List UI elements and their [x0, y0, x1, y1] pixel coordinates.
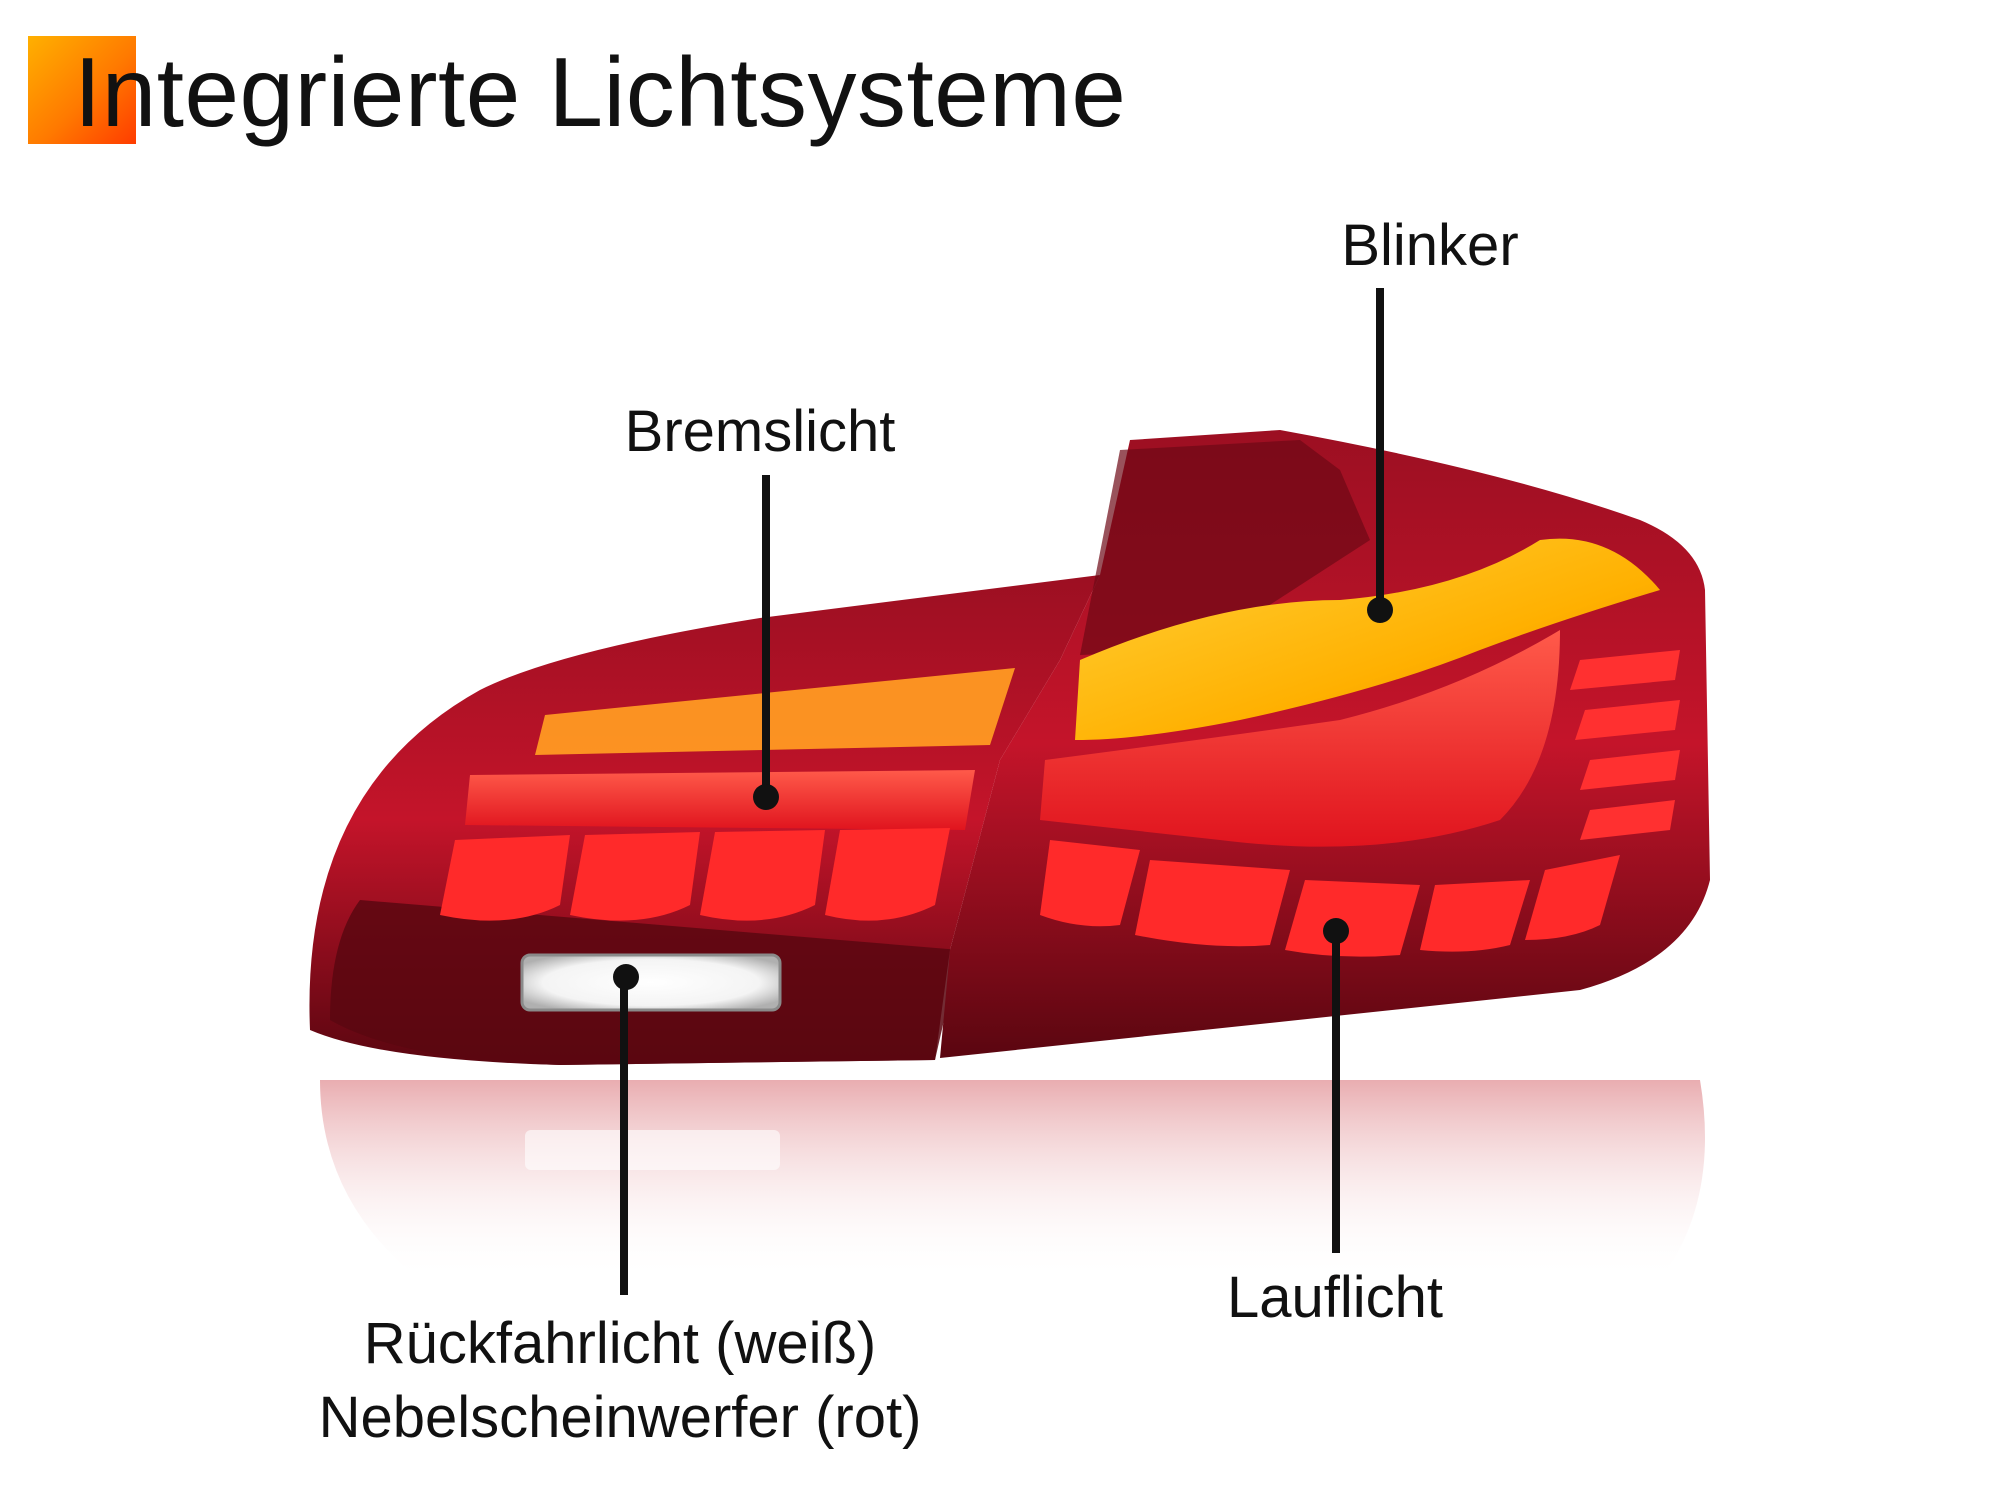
- rueckfahrlicht-label: Rückfahrlicht (weiß): [363, 1311, 877, 1376]
- blinker-callout-line: [1376, 288, 1384, 610]
- blinker-led: [1075, 538, 1660, 740]
- nebelscheinwerfer-label: Nebelscheinwerfer (rot): [318, 1385, 922, 1450]
- bremslicht-label: Bremslicht: [624, 399, 896, 464]
- lauflicht-label: Lauflicht: [1226, 1265, 1444, 1330]
- blinker-callout-dot: [1367, 597, 1393, 623]
- left-running-lights: [440, 828, 950, 921]
- bremslicht-callout-line: [762, 475, 770, 797]
- blinker-label: Blinker: [1341, 213, 1519, 278]
- brake-light-strip: [465, 770, 975, 830]
- lauflicht-callout-line: [1332, 931, 1340, 1253]
- reverse-light: [520, 953, 782, 1012]
- title-accent-square: [28, 36, 136, 144]
- tail-light-reflection: [320, 1080, 1705, 1280]
- right-running-lights: [1040, 840, 1620, 957]
- bremslicht-callout-dot: [753, 784, 779, 810]
- rueckfahrlicht-callout-line: [620, 977, 628, 1295]
- upper-led-strip: [535, 668, 1015, 755]
- side-fins: [1570, 650, 1680, 840]
- page-title: Integrierte Lichtsysteme: [74, 37, 1127, 147]
- right-red-area: [1040, 630, 1560, 847]
